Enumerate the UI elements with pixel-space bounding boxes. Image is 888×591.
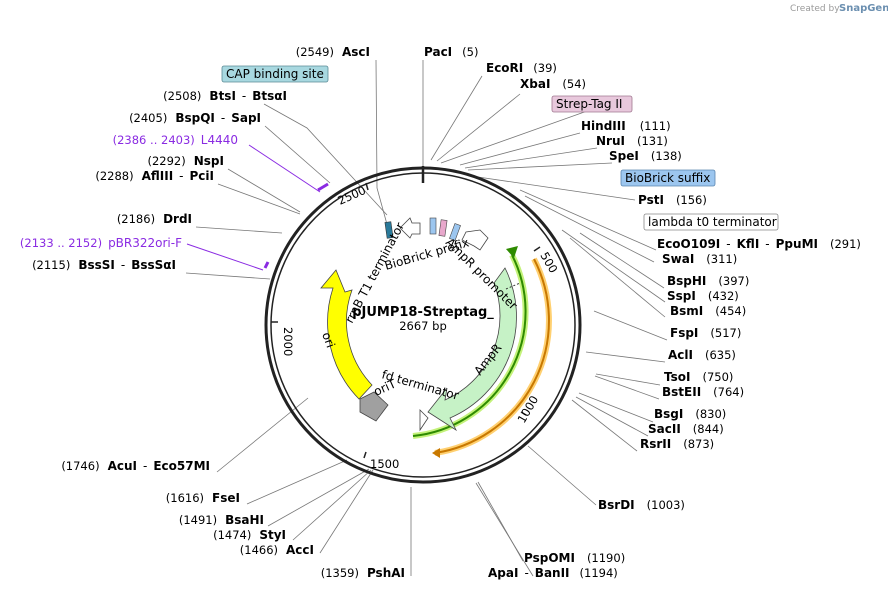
tick-label-1500: 1500 — [370, 457, 399, 471]
primer-mark-pbr322ori-f — [263, 261, 270, 269]
feature-box-strep-tag[interactable]: Strep-Tag II — [551, 95, 633, 113]
site-label-sspi[interactable]: SspI(432) — [667, 289, 739, 303]
feature-box-cap-label: CAP binding site — [226, 67, 324, 81]
site-label-pspomi[interactable]: PspOMI(1190) — [524, 551, 625, 565]
feature-box-lambda-t0-label: lambda t0 terminator — [648, 215, 777, 229]
site-label-ecori[interactable]: EcoRI(39) — [486, 61, 557, 75]
site-label-acci[interactable]: (1466)AccI — [240, 543, 314, 557]
site-label-psti[interactable]: PstI(156) — [638, 193, 707, 207]
fd-terminator-feature — [419, 409, 429, 432]
site-label-swai[interactable]: SwaI(311) — [662, 252, 737, 266]
ampr-promoter — [461, 229, 489, 251]
primer-name: L4440 — [201, 133, 238, 147]
site-label-bspqi[interactable]: (2405)BspQI-SapI — [129, 111, 261, 125]
site-label-hindiii[interactable]: HindIII(111) — [581, 119, 671, 133]
biobrick-suffix-feature — [429, 217, 437, 235]
inner-label-ori: ori — [319, 330, 337, 349]
orf-arc-green-core — [412, 254, 527, 437]
orf-arrowhead-orange — [432, 448, 440, 458]
site-label-ecoo109i[interactable]: EcoO109I-KflI-PpuMI(291) — [657, 237, 861, 251]
strep-tag-feature — [438, 219, 448, 237]
biobrick-prefix-arrow — [399, 217, 421, 239]
site-label-acli[interactable]: AclI(635) — [668, 348, 736, 362]
feature-box-biobrick-suffix-label: BioBrick suffix — [625, 171, 710, 185]
primer-label-pbr322ori-f[interactable]: (2133 .. 2152) pBR322ori-F — [20, 236, 182, 250]
primer-name: pBR322ori-F — [108, 236, 182, 250]
site-label-bsmi[interactable]: BsmI(454) — [670, 304, 746, 318]
ampr-dashed-mark — [505, 282, 521, 290]
primer-range: (2133 .. 2152) — [20, 236, 102, 250]
tick-label-2500: 2500 — [336, 183, 368, 208]
plasmid-size: 2667 bp — [399, 319, 447, 333]
ori-feature — [320, 269, 373, 400]
site-label-nrui[interactable]: NruI(131) — [596, 134, 668, 148]
orf-arc-orange-core — [434, 258, 550, 454]
site-label-pshai[interactable]: (1359)PshAI — [321, 566, 405, 580]
primer-label-l4440[interactable]: (2386 .. 2403) L4440 — [113, 133, 238, 147]
site-label-nspi[interactable]: (2292)NspI — [148, 154, 225, 168]
site-label-paci[interactable]: PacI(5) — [424, 45, 478, 59]
site-label-afliii[interactable]: (2288)AflIII-PciI — [95, 169, 214, 183]
site-label-bsssi[interactable]: (2115)BssSI-BssSαI — [32, 258, 176, 272]
watermark-brand: SnapGene — [839, 3, 888, 14]
site-label-sacii[interactable]: SacII(844) — [648, 422, 724, 436]
site-label-bsteii[interactable]: BstEII(764) — [662, 385, 744, 399]
watermark-prefix: Created by — [790, 4, 840, 14]
site-label-xbai[interactable]: XbaI(54) — [520, 77, 586, 91]
primer-range: (2386 .. 2403) — [113, 133, 195, 147]
primer-mark-l4440 — [317, 182, 329, 192]
site-label-tsoi[interactable]: TsoI(750) — [664, 370, 733, 384]
site-label-fspi[interactable]: FspI(517) — [670, 326, 741, 340]
feature-box-strep-tag-label: Strep-Tag II — [556, 97, 622, 111]
site-label-rsrii[interactable]: RsrII(873) — [640, 437, 714, 451]
feature-box-lambda-t0[interactable]: lambda t0 terminator — [643, 213, 779, 231]
ampr-feature — [427, 267, 517, 432]
leader-lines — [185, 59, 668, 577]
site-label-bsgi[interactable]: BsgI(830) — [654, 407, 726, 421]
site-label-acui[interactable]: (1746)AcuI-Eco57MI — [61, 459, 210, 473]
site-label-fsei[interactable]: (1616)FseI — [166, 491, 240, 505]
site-label-drdi[interactable]: (2186)DrdI — [117, 212, 192, 226]
orf-arrowhead-green — [506, 246, 518, 258]
site-labels: (2549)AscI (2508)BtsI-BtsαI (2405)BspQI-… — [32, 45, 861, 580]
rrnb-terminator-feature — [384, 221, 394, 239]
backbone-ticks — [271, 182, 541, 459]
site-label-bsahi[interactable]: (1491)BsaHI — [179, 513, 264, 527]
feature-box-cap[interactable]: CAP binding site — [221, 65, 329, 83]
cap-site-feature — [449, 223, 461, 241]
site-label-bsphi[interactable]: BspHI(397) — [667, 274, 749, 288]
site-label-asci[interactable]: (2549)AscI — [296, 45, 370, 59]
feature-box-biobrick-suffix[interactable]: BioBrick suffix — [620, 169, 716, 187]
primer-leaders — [186, 144, 321, 271]
orit-feature — [359, 391, 389, 422]
tick-label-2000: 2000 — [281, 327, 295, 356]
plasmid-name: pJUMP18-Streptag_ — [352, 305, 494, 320]
site-label-styi[interactable]: (1474)StyI — [213, 528, 286, 542]
site-label-apai[interactable]: ApaI-BanII(1194) — [488, 566, 618, 580]
site-label-btsi[interactable]: (2508)BtsI-BtsαI — [163, 89, 287, 103]
site-label-spei[interactable]: SpeI(138) — [609, 149, 682, 163]
site-label-bsrdi[interactable]: BsrDI(1003) — [598, 498, 685, 512]
